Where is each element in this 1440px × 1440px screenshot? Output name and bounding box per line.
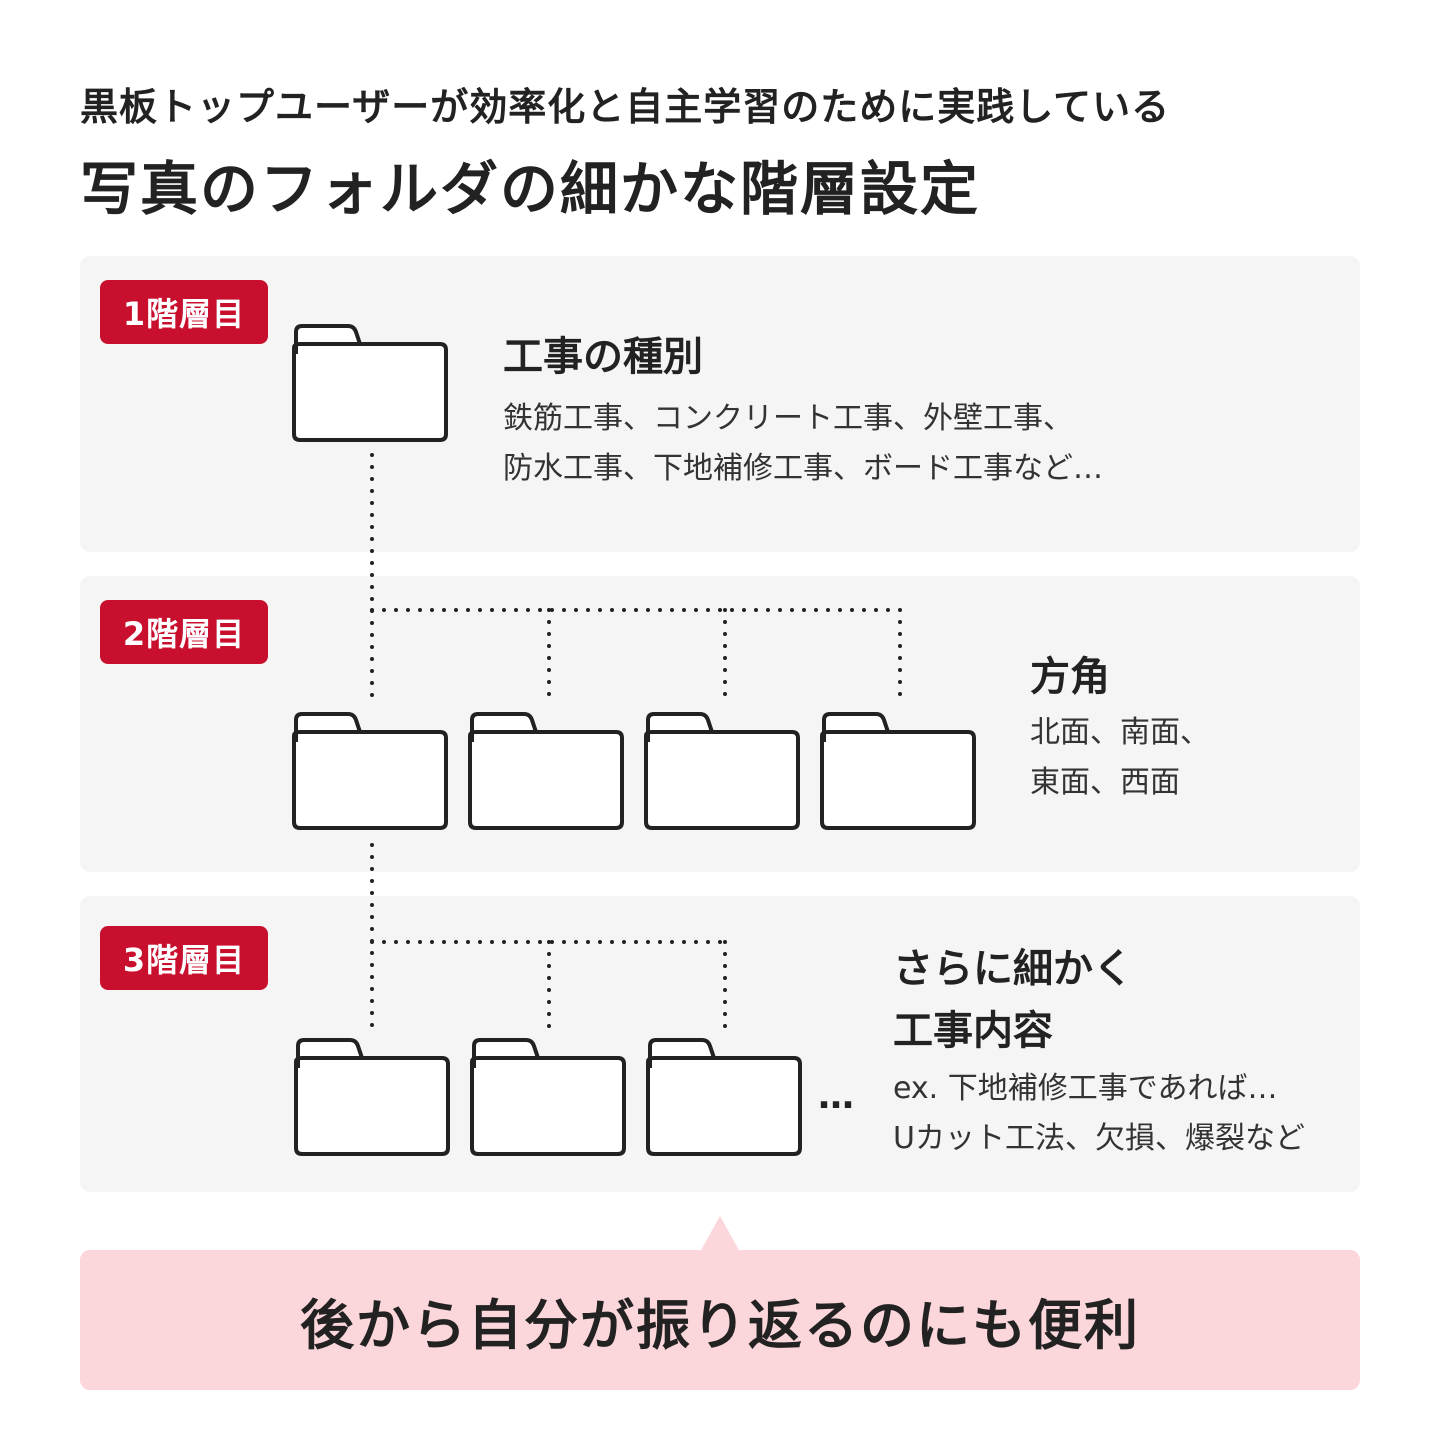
folder-icon (646, 1038, 802, 1156)
folder-icon (294, 1038, 450, 1156)
level-1-desc-line: 鉄筋工事、コンクリート工事、外壁工事、 (503, 401, 1073, 436)
level-3-title: さらに細かく 工事内容 (893, 938, 1133, 1062)
folder-icon (470, 1038, 626, 1156)
level-3-title-line: さらに細かく (893, 946, 1133, 992)
level-2-desc-line: 北面、南面、 (1030, 715, 1210, 750)
level-2-description: 北面、南面、 東面、西面 (1030, 708, 1210, 808)
level-1-desc-line: 防水工事、下地補修工事、ボード工事など… (503, 451, 1103, 486)
page-title: 写真のフォルダの細かな階層設定 (80, 155, 981, 223)
folder-icon (644, 712, 800, 830)
level-3-desc-line: Uカット工法、欠損、爆裂など (893, 1121, 1305, 1156)
level-1-title-line: 工事の種別 (503, 334, 703, 380)
folder-icon (820, 712, 976, 830)
level-2-desc-line: 東面、西面 (1030, 765, 1180, 800)
folder-icon (468, 712, 624, 830)
level-3-desc-line: ex. 下地補修工事であれば… (893, 1071, 1278, 1106)
callout-message: 後から自分が振り返るのにも便利 (80, 1250, 1360, 1390)
level-2-title: 方角 (1030, 646, 1110, 708)
level-1-description: 鉄筋工事、コンクリート工事、外壁工事、 防水工事、下地補修工事、ボード工事など… (503, 394, 1103, 494)
level-3-description: ex. 下地補修工事であれば… Uカット工法、欠損、爆裂など (893, 1064, 1305, 1164)
page-subtitle: 黒板トップユーザーが効率化と自主学習のために実践している (80, 85, 1171, 129)
level-2-title-line: 方角 (1030, 654, 1110, 700)
folder-icon (292, 324, 448, 442)
level-2-badge: 2階層目 (100, 600, 268, 664)
level-3-badge: 3階層目 (100, 926, 268, 990)
level-3-title-line: 工事内容 (893, 1008, 1053, 1054)
level-1-badge: 1階層目 (100, 280, 268, 344)
folder-icon (292, 712, 448, 830)
more-folders-ellipsis: … (818, 1076, 854, 1117)
level-1-title: 工事の種別 (503, 326, 703, 388)
